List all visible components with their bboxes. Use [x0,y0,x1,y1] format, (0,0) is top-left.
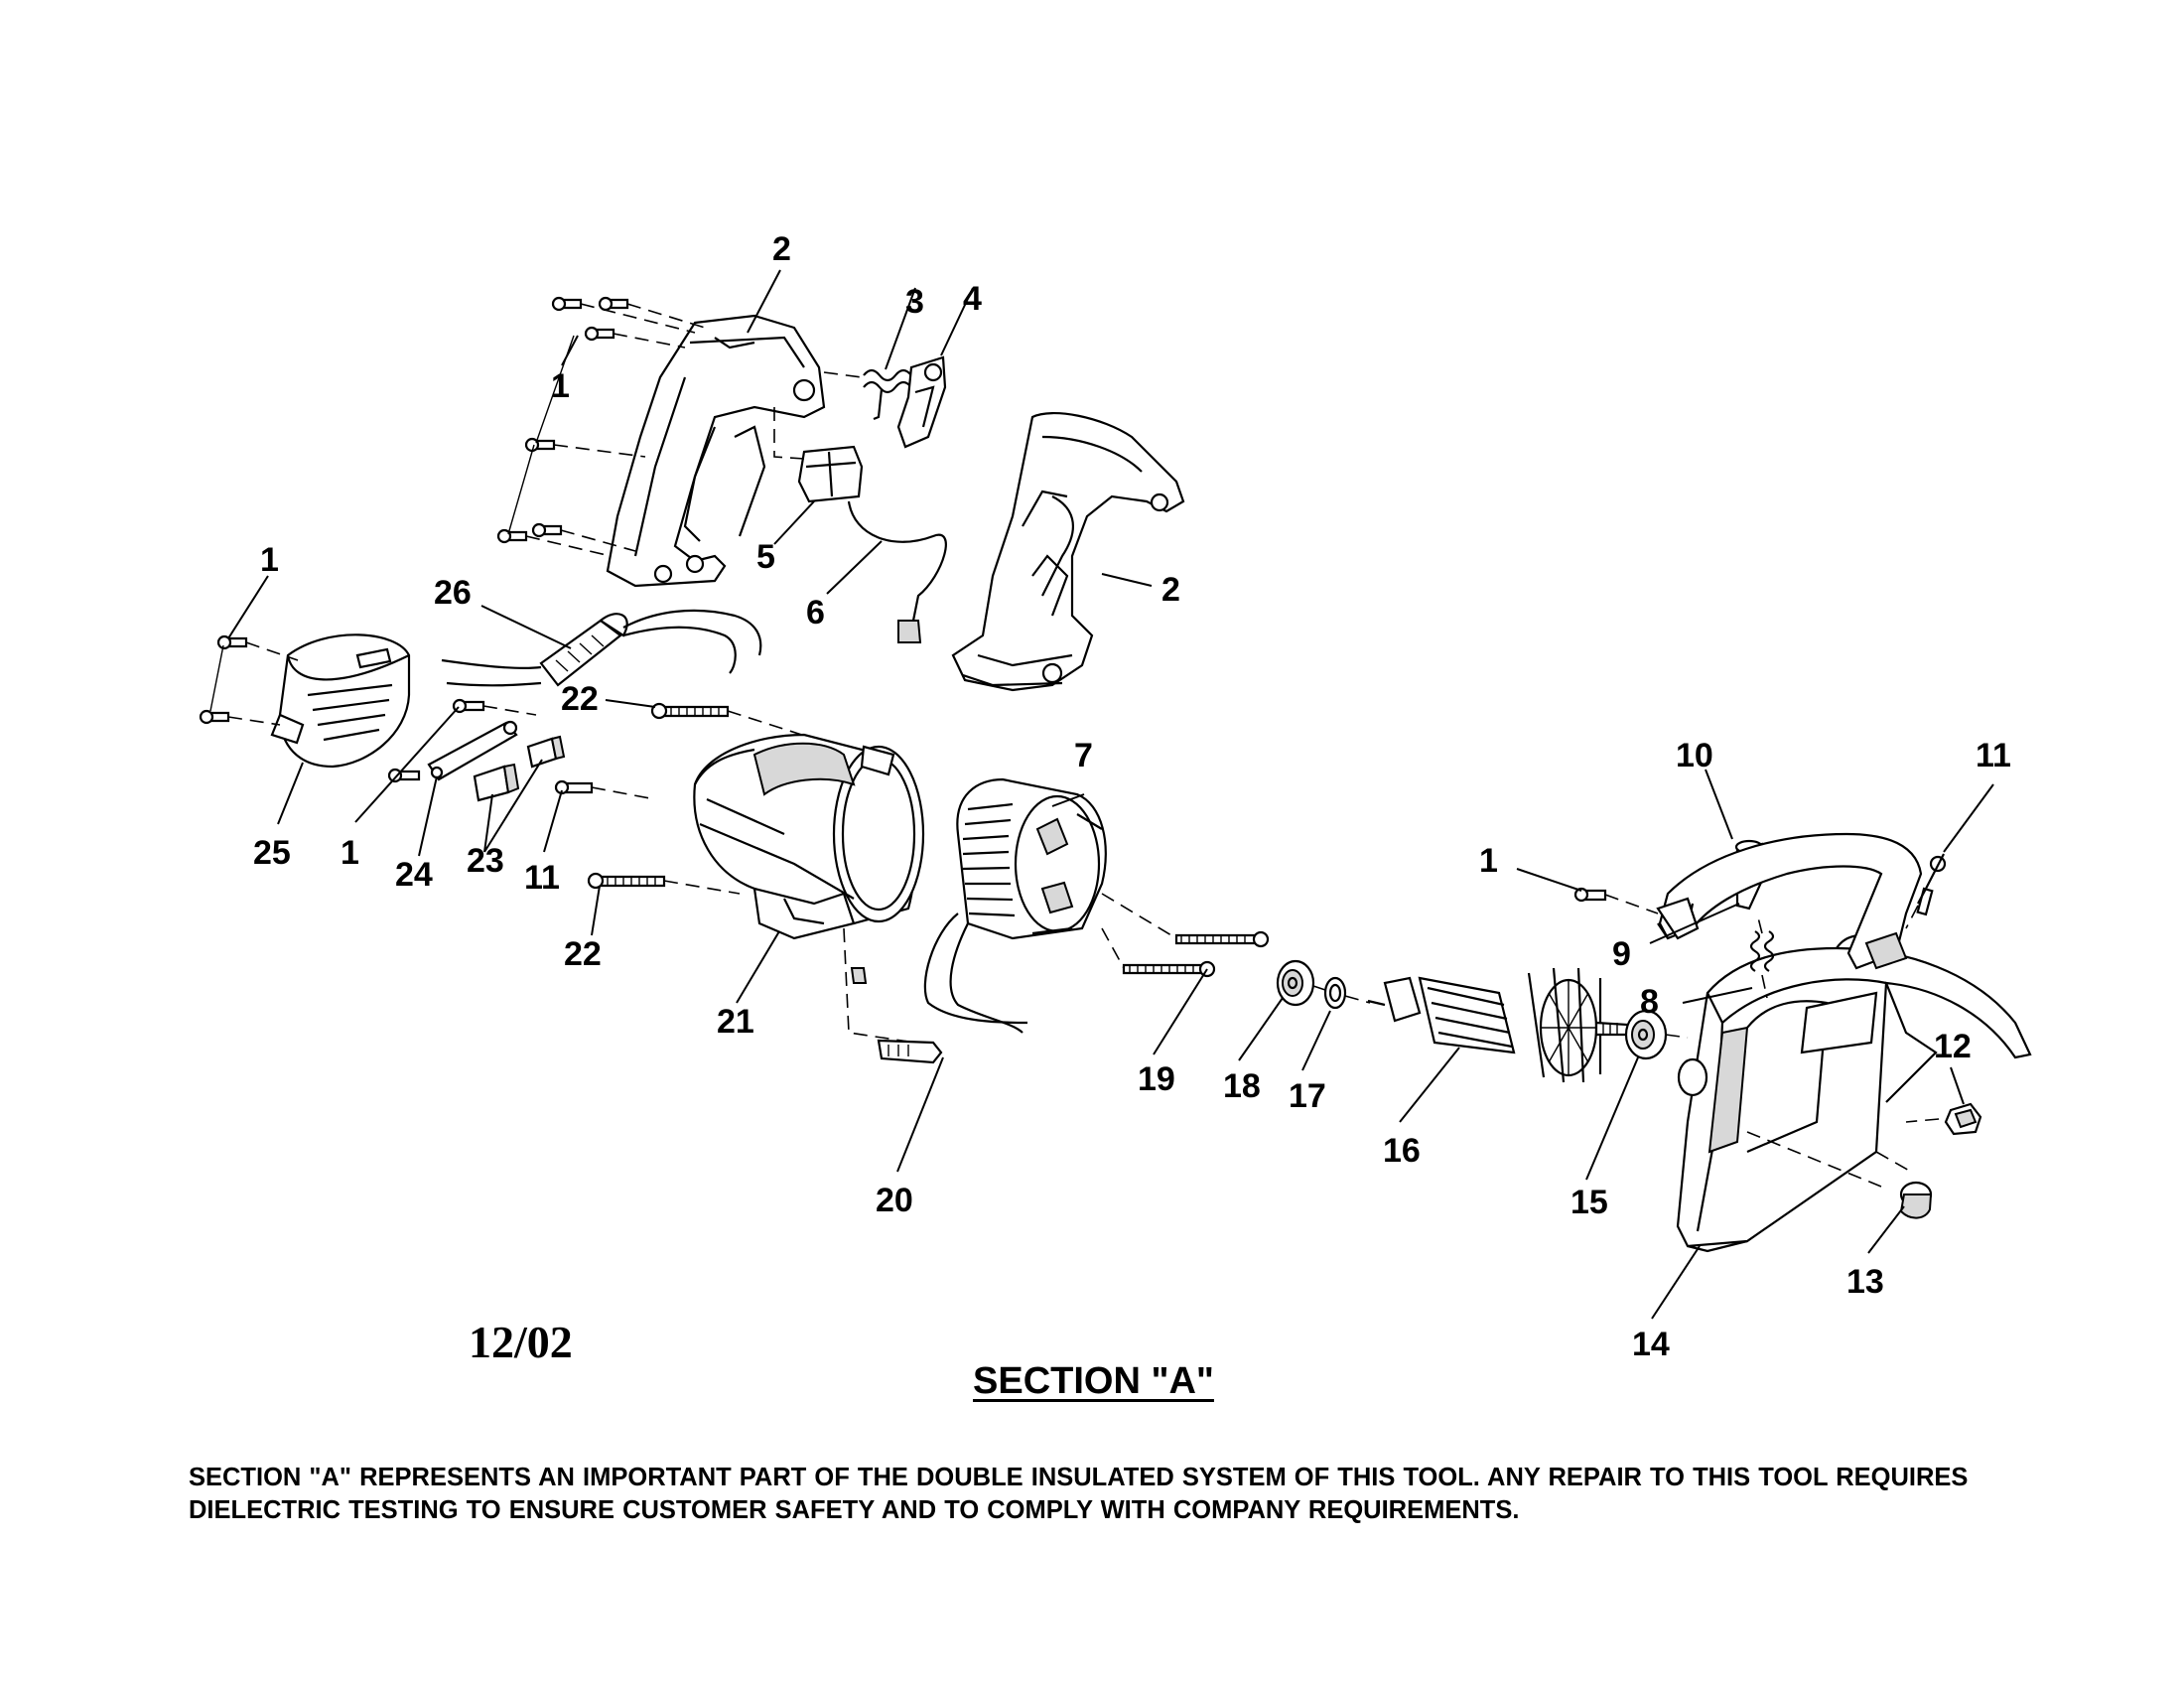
switch-wire-lead [847,500,947,643]
callout-11-left: 11 [524,859,560,897]
trigger-spring [823,368,912,421]
callout-8: 8 [1640,983,1659,1021]
date-code: 12/02 [469,1317,573,1367]
callout-3: 3 [905,283,924,321]
callout-1-brush: 1 [341,834,359,872]
callout-2: 2 [772,230,791,268]
callout-16: 16 [1383,1132,1421,1170]
callout-15: 15 [1570,1184,1608,1221]
callout-1: 1 [551,367,570,405]
callout-20: 20 [876,1182,913,1219]
callout-22-top: 22 [561,680,599,718]
callout-23: 23 [467,842,504,880]
field-stator [923,777,1107,1034]
callout-12: 12 [1934,1028,1972,1065]
callout-2-right: 2 [1161,571,1180,609]
callout-6: 6 [806,594,825,632]
switch [773,407,864,503]
callout-22-bottom: 22 [564,935,602,973]
callout-numbers: 2 3 4 1 5 6 2 1 26 22 25 1 24 23 11 22 2… [253,230,2011,1363]
front-bearing [1624,1009,1689,1060]
callout-18: 18 [1223,1067,1261,1105]
callout-24: 24 [395,856,433,894]
callout-leaders [227,269,1994,1320]
rear-bearing [1276,959,1315,1007]
housing-screws-long [587,702,865,895]
callout-9: 9 [1612,935,1631,973]
nut [1944,1102,1982,1136]
callout-5: 5 [756,538,775,576]
section-title: SECTION "A" [973,1360,1214,1402]
callout-19: 19 [1138,1060,1175,1098]
gear-housing-guard [1676,934,2032,1253]
callout-4: 4 [963,280,982,318]
brush-assembly-parts [387,698,656,802]
handle-half-right [951,411,1185,692]
callout-7: 7 [1074,737,1093,774]
washer [1312,976,1371,1010]
power-cord [441,609,762,687]
auxiliary-handle [1573,832,1947,970]
callout-26: 26 [434,574,472,612]
callout-10: 10 [1676,737,1713,774]
callout-21: 21 [717,1003,754,1041]
motor-housing [693,733,925,940]
section-note: SECTION "A" REPRESENTS AN IMPORTANT PART… [189,1464,1969,1524]
armature [1367,967,1630,1083]
callout-17: 17 [1289,1077,1326,1115]
knob [1899,1181,1933,1219]
callout-11-right: 11 [1976,737,2011,774]
spindle-lock-spring [1749,912,1775,999]
handle-screws [496,296,706,557]
callout-25: 25 [253,834,291,872]
callout-1-handle: 1 [1479,842,1498,880]
callout-1-endcap: 1 [260,541,279,579]
field-screws [1101,893,1270,978]
handle-half-left [606,314,826,588]
switch-trigger [896,355,947,449]
callout-13: 13 [1846,1263,1884,1301]
callout-14: 14 [1632,1326,1670,1363]
terminal-connector [843,927,943,1064]
end-cap [199,633,411,769]
